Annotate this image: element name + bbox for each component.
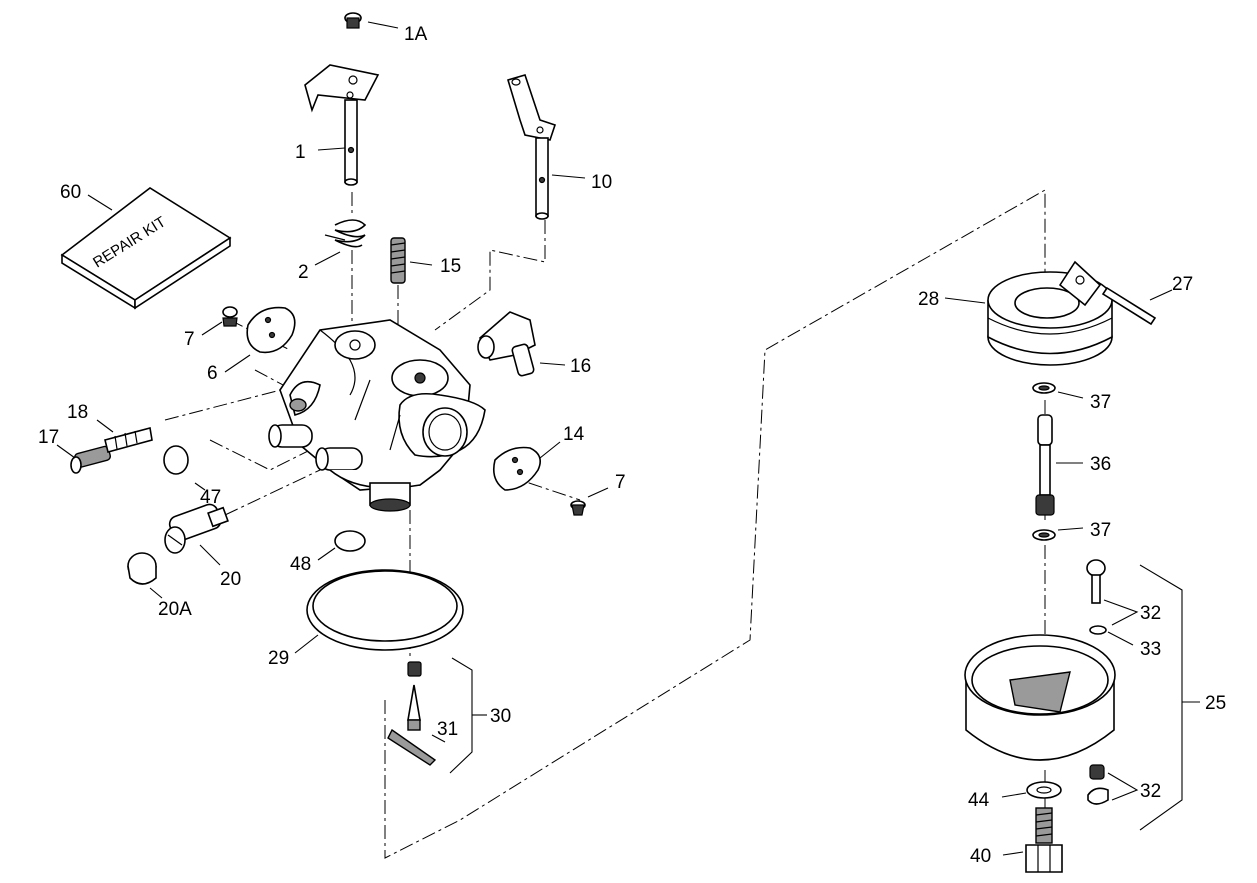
label-37-lower: 37 xyxy=(1090,520,1111,541)
washer-37-upper xyxy=(1032,382,1084,399)
label-47: 47 xyxy=(200,487,221,508)
ring-47 xyxy=(163,445,206,491)
screw-7-lower xyxy=(570,487,609,516)
float-bowl-25 xyxy=(964,564,1200,831)
float-28 xyxy=(944,260,1113,366)
label-48: 48 xyxy=(290,554,311,575)
label-7-lower: 7 xyxy=(615,472,626,493)
label-1a: 1A xyxy=(404,24,428,45)
screw-32-upper xyxy=(1086,559,1139,626)
label-31: 31 xyxy=(437,719,458,740)
fuel-fitting-16 xyxy=(477,311,566,377)
plate-14 xyxy=(492,441,561,491)
spring-15 xyxy=(390,237,433,284)
throttle-shaft-1 xyxy=(304,64,380,186)
washer-33 xyxy=(1089,625,1134,646)
label-7-upper: 7 xyxy=(184,329,195,350)
spring-2 xyxy=(314,219,367,266)
bowl-bolt-40 xyxy=(1002,807,1063,873)
label-37-upper: 37 xyxy=(1090,392,1111,413)
label-1: 1 xyxy=(295,142,306,163)
washer-37-lower xyxy=(1032,527,1084,541)
idle-screw-20 xyxy=(164,503,229,566)
cap-20a xyxy=(127,552,163,599)
label-27: 27 xyxy=(1172,274,1193,295)
label-29: 29 xyxy=(268,648,289,669)
pin-27 xyxy=(1101,286,1173,326)
label-36: 36 xyxy=(1090,454,1111,475)
label-20a: 20A xyxy=(158,599,192,620)
label-17: 17 xyxy=(38,427,59,448)
label-10: 10 xyxy=(591,172,612,193)
assembly-lines xyxy=(164,189,1046,859)
main-jet-36 xyxy=(1035,414,1083,516)
label-2: 2 xyxy=(298,262,309,283)
label-30: 30 xyxy=(490,706,511,727)
choke-shaft-10 xyxy=(507,74,586,220)
label-15: 15 xyxy=(440,256,461,277)
gasket-44 xyxy=(1001,781,1062,799)
clip-32-lower xyxy=(1087,764,1139,805)
label-25: 25 xyxy=(1205,693,1226,714)
part-labels: 1A 1 10 60 2 15 7 6 16 18 17 14 47 7 20 … xyxy=(38,24,1226,867)
inlet-needle-31 xyxy=(387,657,487,774)
gasket-29 xyxy=(294,569,464,654)
carburetor-body xyxy=(268,319,486,512)
label-40: 40 xyxy=(970,846,991,867)
screw-7-upper xyxy=(201,306,238,336)
label-16: 16 xyxy=(570,356,591,377)
label-14: 14 xyxy=(563,424,585,445)
plate-6 xyxy=(224,306,296,373)
label-60: 60 xyxy=(60,182,81,203)
screw-1a xyxy=(344,12,399,29)
label-32-lower: 32 xyxy=(1140,781,1161,802)
label-33: 33 xyxy=(1140,639,1161,660)
label-44: 44 xyxy=(968,790,990,811)
label-6: 6 xyxy=(207,363,218,384)
needle-17-spring-18 xyxy=(56,419,153,474)
repair-kit-60: REPAIR KIT xyxy=(60,187,232,310)
label-20: 20 xyxy=(220,569,241,590)
label-28: 28 xyxy=(918,289,939,310)
label-18: 18 xyxy=(67,402,88,423)
label-32-upper: 32 xyxy=(1140,603,1161,624)
disc-48 xyxy=(317,530,366,561)
